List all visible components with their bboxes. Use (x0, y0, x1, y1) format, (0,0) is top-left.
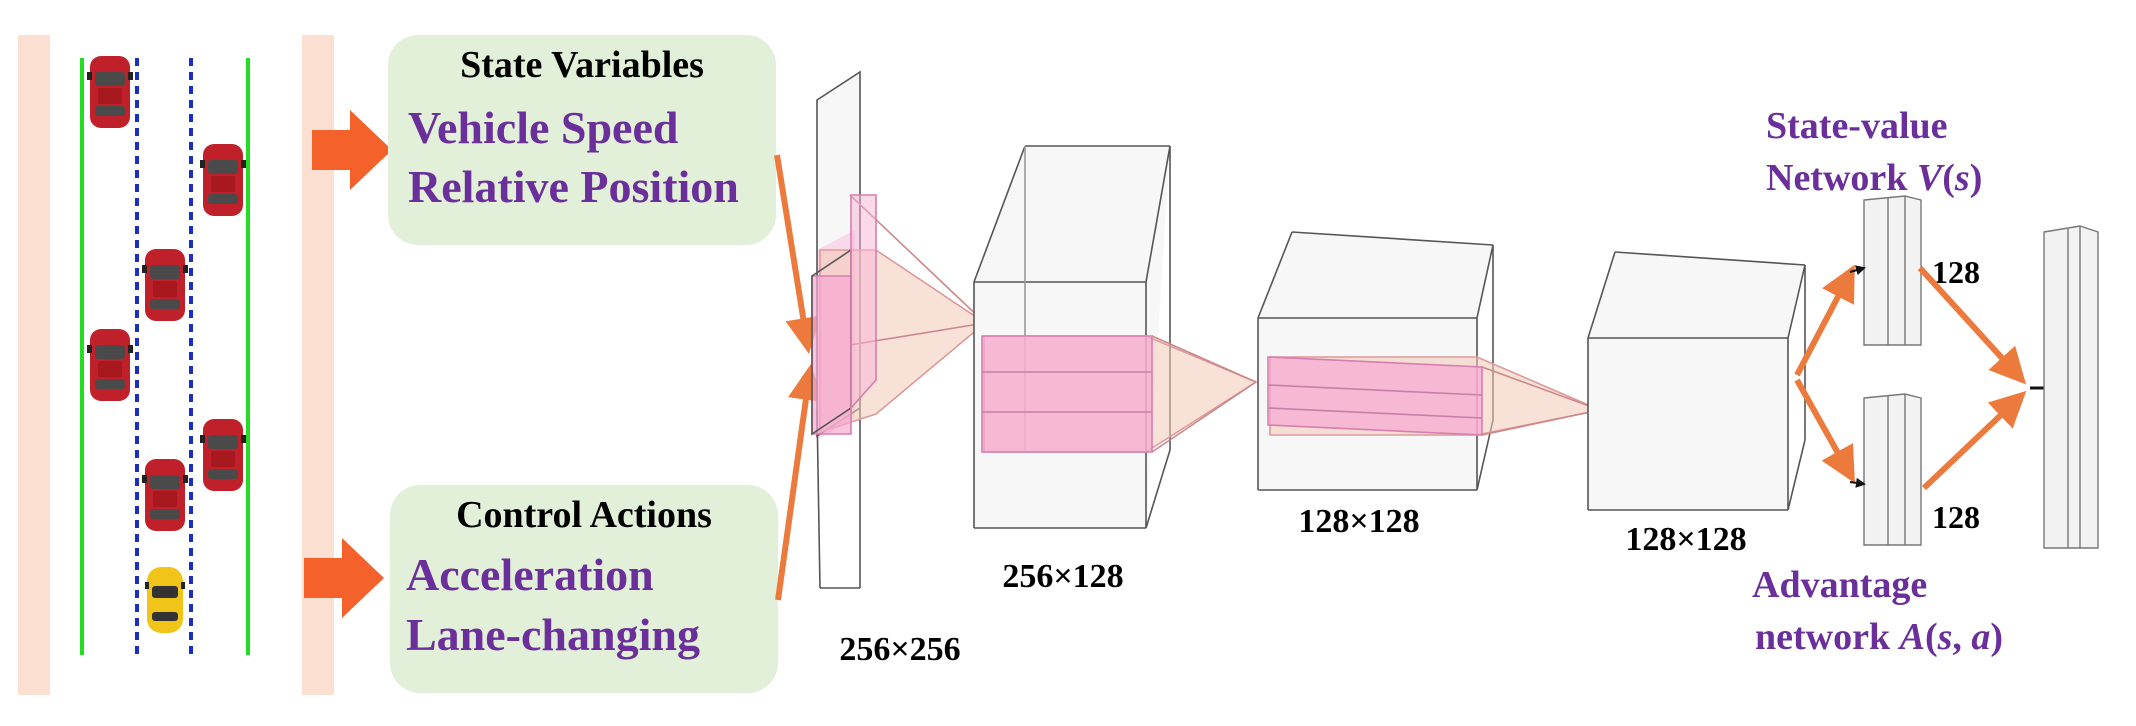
output-layer (2043, 225, 2099, 549)
split-to-value-arrow-icon (1794, 264, 1855, 377)
advantage-units-label: 128 (1932, 499, 1980, 535)
advantage-network-fn: A (1898, 616, 1925, 658)
car-icon (200, 419, 246, 491)
value-units-label: 128 (1932, 254, 1980, 290)
layer-1-input (811, 70, 987, 589)
split-to-advantage-arrow-icon (1794, 378, 1855, 484)
advantage-network-sep: , (1952, 616, 1971, 658)
advantage-network-open: ( (1925, 616, 1938, 658)
layer-4-size-label: 128×128 (1625, 521, 1746, 558)
action-box-title: Control Actions (456, 494, 712, 536)
layer-3-conv (1257, 231, 1603, 491)
advantage-network-arg1: s (1937, 616, 1953, 658)
layer-2-conv (973, 145, 1258, 529)
value-network-fn: V (1917, 157, 1945, 199)
advantage-to-output-arrow-icon (1921, 390, 2027, 491)
layer-4-conv (1587, 251, 1806, 511)
advantage-network-prefix: network (1755, 616, 1900, 658)
action-item-lane-changing: Lane-changing (406, 609, 700, 660)
value-network-open: ( (1942, 157, 1955, 199)
car-icon (142, 249, 188, 321)
input-arrow-action-icon (304, 538, 384, 618)
car-icon (87, 56, 133, 128)
value-network-prefix: Network (1766, 157, 1917, 199)
layer-3-size-label: 128×128 (1298, 503, 1419, 540)
action-item-acceleration: Acceleration (406, 549, 654, 600)
advantage-stream-layer (1849, 393, 1922, 546)
layer-2-size-label: 256×128 (1002, 558, 1123, 595)
control-actions-box: Control Actions Acceleration Lane-changi… (390, 485, 778, 693)
value-network-arg: s (1954, 157, 1970, 199)
car-icon (87, 329, 133, 401)
car-icon (142, 459, 188, 531)
advantage-network-arg2: a (1971, 616, 1990, 658)
state-item-relative-position: Relative Position (408, 161, 739, 212)
road-edge-stripe-left (18, 35, 50, 695)
value-network-label-line2: Network V(s) (1766, 157, 1982, 199)
state-item-vehicle-speed: Vehicle Speed (408, 102, 679, 153)
advantage-network-label-line1: Advantage (1752, 564, 1927, 606)
state-variables-box: State Variables Vehicle Speed Relative P… (388, 35, 776, 245)
value-network-label-line1: State-value (1766, 105, 1948, 147)
ego-car-icon (145, 567, 185, 633)
state-box-title: State Variables (460, 44, 704, 86)
value-stream-layer (1849, 195, 1922, 346)
state-to-input-arrow-icon (774, 154, 822, 354)
input-arrow-state-icon (312, 110, 392, 190)
road-scene (18, 35, 334, 695)
layer-1-size-label: 256×256 (839, 631, 960, 668)
action-to-input-arrow-icon (775, 364, 824, 601)
advantage-network-label-line2: network A(s, a) (1755, 616, 2003, 658)
value-network-close: ) (1970, 157, 1983, 199)
value-to-output-arrow-icon (1917, 265, 2027, 385)
car-icon (200, 144, 246, 216)
advantage-network-close: ) (1990, 616, 2003, 658)
